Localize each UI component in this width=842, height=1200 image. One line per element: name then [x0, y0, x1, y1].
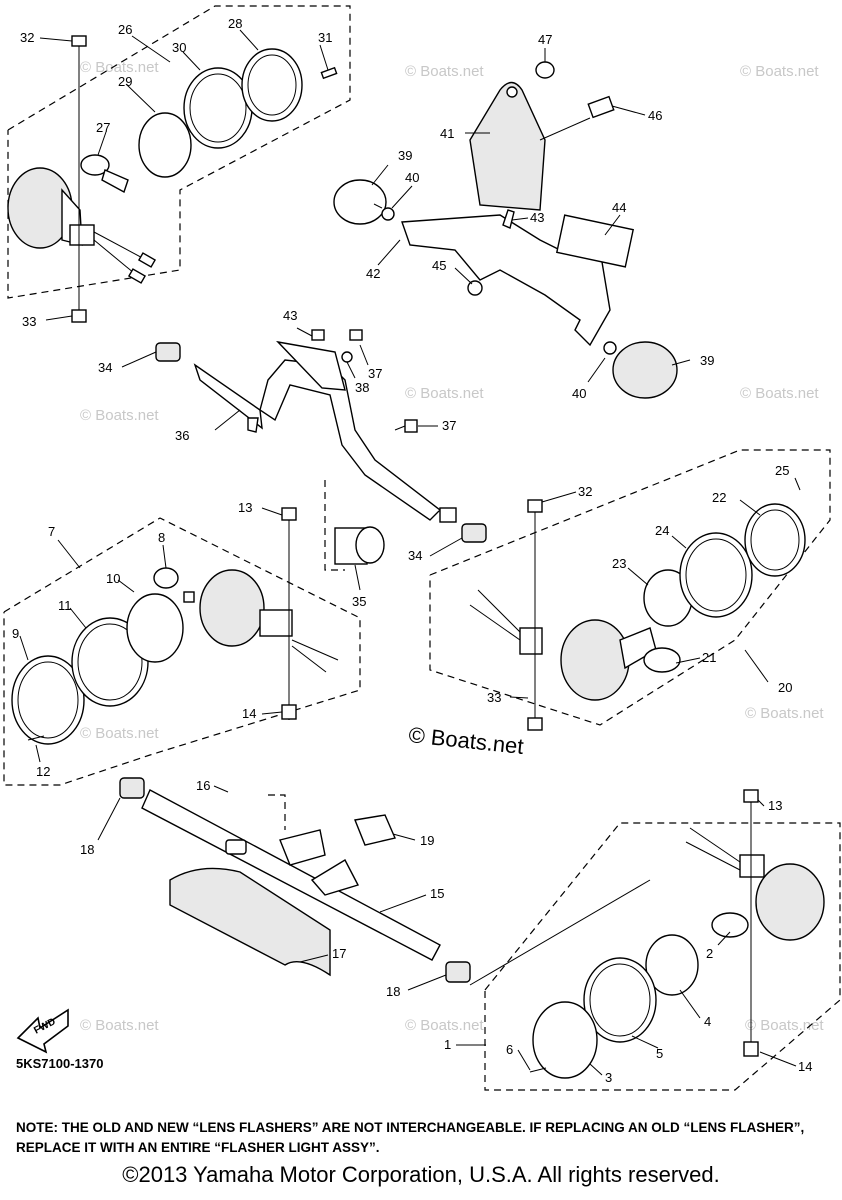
- front-left-flasher-assembly: [3, 507, 361, 786]
- callout-34: 34: [98, 360, 112, 375]
- diagram-code: 5KS7100-1370: [16, 1056, 104, 1071]
- callout-6: 6: [506, 1042, 513, 1057]
- watermark-center: © Boats.net: [407, 722, 524, 759]
- callout-26: 26: [118, 22, 132, 37]
- callout-19: 19: [420, 833, 434, 848]
- rear-left-flasher-assembly: [7, 5, 351, 323]
- callout-42: 42: [366, 266, 380, 281]
- callout-21: 21: [702, 650, 716, 665]
- watermark: © Boats.net: [745, 1017, 824, 1034]
- callout-37-lower: 37: [442, 418, 456, 433]
- callout-1: 1: [444, 1037, 451, 1052]
- watermark: © Boats.net: [740, 63, 819, 80]
- callout-7: 7: [48, 524, 55, 539]
- callout-40-right: 40: [572, 386, 586, 401]
- callout-47: 47: [538, 32, 552, 47]
- watermarks: © Boats.net © Boats.net © Boats.net © Bo…: [80, 59, 824, 1034]
- callout-9: 9: [12, 626, 19, 641]
- callouts: 32 26 28 30 31 29 27 33 47 46 41 39 40 4…: [12, 16, 812, 1085]
- callout-14: 14: [242, 706, 256, 721]
- callout-45: 45: [432, 258, 446, 273]
- callout-13-lower: 13: [768, 798, 782, 813]
- callout-11: 11: [58, 598, 72, 613]
- leader-lines: [19, 29, 801, 1076]
- callout-40: 40: [405, 170, 419, 185]
- callout-5: 5: [656, 1046, 663, 1061]
- callout-36: 36: [175, 428, 189, 443]
- callout-30: 30: [172, 40, 186, 55]
- callout-10: 10: [106, 571, 120, 586]
- callout-13: 13: [238, 500, 252, 515]
- watermark: © Boats.net: [405, 1017, 484, 1034]
- front-stay-assembly: [119, 777, 471, 983]
- watermark: © Boats.net: [745, 705, 824, 722]
- callout-14-lower: 14: [798, 1059, 812, 1074]
- watermark: © Boats.net: [80, 59, 159, 76]
- watermark: © Boats.net: [740, 385, 819, 402]
- callout-43-center: 43: [283, 308, 297, 323]
- callout-32-right: 32: [578, 484, 592, 499]
- callout-37: 37: [368, 366, 382, 381]
- callout-23: 23: [612, 556, 626, 571]
- callout-4: 4: [704, 1014, 711, 1029]
- watermark: © Boats.net: [405, 385, 484, 402]
- callout-41: 41: [440, 126, 454, 141]
- watermark: © Boats.net: [80, 725, 159, 742]
- front-right-flasher-assembly: [429, 449, 831, 731]
- callout-27: 27: [96, 120, 110, 135]
- callout-34-lower: 34: [408, 548, 422, 563]
- callout-35: 35: [352, 594, 366, 609]
- note-text: NOTE: THE OLD AND NEW “LENS FLASHERS” AR…: [16, 1120, 805, 1155]
- callout-12: 12: [36, 764, 50, 779]
- callout-22: 22: [712, 490, 726, 505]
- watermark: © Boats.net: [80, 407, 159, 424]
- callout-46: 46: [648, 108, 662, 123]
- callout-18-lower: 18: [386, 984, 400, 999]
- callout-28: 28: [228, 16, 242, 31]
- callout-38: 38: [355, 380, 369, 395]
- callout-2: 2: [706, 946, 713, 961]
- callout-33: 33: [22, 314, 36, 329]
- callout-15: 15: [430, 886, 444, 901]
- callout-24: 24: [655, 523, 669, 538]
- watermark: © Boats.net: [80, 1017, 159, 1034]
- callout-18: 18: [80, 842, 94, 857]
- front-lower-right-flasher-assembly: [469, 789, 841, 1091]
- callout-8: 8: [158, 530, 165, 545]
- callout-16: 16: [196, 778, 210, 793]
- callout-31: 31: [318, 30, 332, 45]
- callout-25: 25: [775, 463, 789, 478]
- callout-44: 44: [612, 200, 626, 215]
- center-stay-assembly: [155, 329, 487, 571]
- callout-39: 39: [398, 148, 412, 163]
- callout-3: 3: [605, 1070, 612, 1085]
- callout-20: 20: [778, 680, 792, 695]
- callout-43: 43: [530, 210, 544, 225]
- callout-29: 29: [118, 74, 132, 89]
- watermark: © Boats.net: [405, 63, 484, 80]
- copyright-text: ©2013 Yamaha Motor Corporation, U.S.A. A…: [122, 1162, 720, 1187]
- fwd-arrow-icon: FWD: [16, 1008, 69, 1054]
- callout-32: 32: [20, 30, 34, 45]
- callout-17: 17: [332, 946, 346, 961]
- callout-39-right: 39: [700, 353, 714, 368]
- callout-33-right: 33: [487, 690, 501, 705]
- rear-bracket-assembly: [333, 61, 678, 399]
